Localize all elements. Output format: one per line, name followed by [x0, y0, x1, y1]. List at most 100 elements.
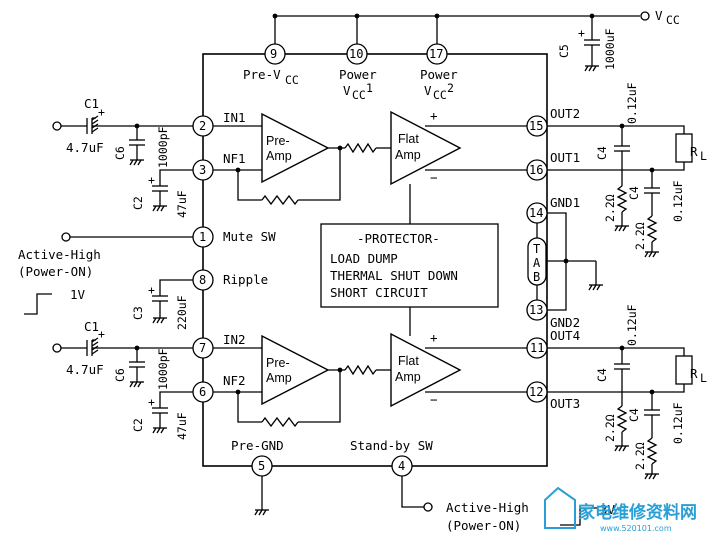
watermark: 家电维修资料网 www.520101.com: [544, 486, 697, 533]
rl2-label: R: [690, 366, 698, 381]
standby-control: Active-High (Power-ON) 3V: [446, 500, 616, 533]
input-network-2: + C1 4.7uF C6 1000pF: [52, 319, 193, 390]
output-network-2: R L C4 0.12uF 2.2Ω C4 0.12uF 2.2Ω: [547, 304, 707, 480]
pre-amp-1-text2: Amp: [266, 149, 292, 163]
pin-9-label: Pre-V: [243, 67, 281, 82]
pin-6: 6 NF2: [192, 373, 246, 403]
pin-3-label: NF1: [223, 151, 246, 166]
pin-17-number: 17: [429, 47, 443, 61]
svg-text:+: +: [578, 26, 585, 40]
pin-16-number: 16: [529, 163, 543, 177]
pin-4-number: 4: [398, 459, 405, 473]
tab-letter-b: B: [533, 270, 540, 284]
standby-three-volt: 3V: [600, 502, 616, 517]
pin-2-number: 2: [199, 119, 206, 133]
mute-network: Active-High (Power-ON) 1V: [18, 232, 193, 315]
feedback-resistor-1: [261, 194, 299, 206]
nf-network-2: + C2 47uF: [131, 391, 193, 440]
pin-7-label: IN2: [223, 332, 246, 347]
pin-3-number: 3: [199, 163, 206, 177]
pin-15: 15 OUT2: [526, 106, 580, 137]
feedback-resistor-2: [261, 416, 299, 428]
c4-1-value: 0.12uF: [625, 82, 639, 124]
vcc-sub: CC: [666, 13, 680, 27]
pin-8-number: 8: [199, 273, 206, 287]
pre-amp-1: Pre- Amp: [261, 112, 330, 184]
pin-10-label: Power: [339, 67, 377, 82]
flat-amp-1-minus: −: [430, 170, 438, 185]
pin-10-suffix: 1: [366, 81, 373, 95]
pin-14-label: GND1: [550, 195, 580, 210]
vcc-label: V: [655, 8, 663, 23]
nf-network-1: + C2 47uF: [131, 169, 193, 218]
pin-17: 17 Power V CC 2: [420, 43, 458, 102]
c3-label: C3: [131, 306, 145, 320]
pin-9-sub: CC: [285, 73, 299, 87]
tab: T A B: [527, 212, 603, 311]
flat-amp-1-text2: Amp: [395, 148, 421, 162]
protector-line-3: SHORT CIRCUIT: [330, 285, 428, 300]
pin-2-label: IN1: [223, 110, 246, 125]
c1-value: 4.7uF: [66, 140, 104, 155]
r-1-label: 2.2Ω: [603, 194, 617, 222]
c6b-label: C6: [113, 368, 127, 382]
pin-6-number: 6: [199, 385, 206, 399]
input-resistor-1: [344, 142, 377, 154]
mute-active-high: Active-High: [18, 247, 101, 262]
pin-14-number: 14: [529, 206, 543, 220]
input-network-1: + C1 4.7uF C6 1000pF: [52, 96, 193, 168]
flat-amp-1: Flat Amp + −: [390, 108, 462, 186]
protector-line-2: THERMAL SHUT DOWN: [330, 268, 458, 283]
c4-4-value: 0.12uF: [671, 402, 685, 444]
mute-one-volt: 1V: [70, 287, 86, 302]
c1b-label: C1: [84, 319, 99, 334]
ic-body: [202, 53, 548, 467]
pin-12: 12 OUT3: [526, 381, 580, 411]
pin-12-number: 12: [529, 385, 543, 399]
tab-letter-a: A: [533, 256, 541, 270]
mute-power-on: (Power-ON): [18, 264, 93, 279]
c4-2-label: C4: [627, 186, 641, 200]
pin-16-label: OUT1: [550, 150, 580, 165]
protector-line-1: LOAD DUMP: [330, 251, 398, 266]
pin-9-number: 9: [270, 47, 277, 61]
svg-text:+: +: [148, 395, 155, 409]
pin-9: 9 Pre-V CC: [243, 43, 299, 87]
output-network-1: R L C4 0.12uF 2.2Ω C4 0.12uF 2.2Ω: [547, 82, 707, 258]
pin-16: 16 OUT1: [526, 150, 580, 181]
pin-1-number: 1: [199, 230, 206, 244]
flat-amp-2-text: Flat: [398, 354, 419, 368]
c4-3-label: C4: [595, 368, 609, 382]
c6b-value: 1000pF: [156, 348, 170, 390]
c4-1-label: C4: [595, 146, 609, 160]
svg-text:+: +: [148, 283, 155, 297]
pin-2: 2 IN1: [192, 110, 246, 137]
pin-4: 4 Stand-by SW: [350, 438, 433, 512]
pin-11-number: 11: [530, 341, 544, 355]
pin-1: 1 Mute SW: [192, 226, 276, 248]
pin-17-sub: CC: [433, 88, 447, 102]
rl2-sub: L: [700, 371, 707, 385]
pin-10-sub: CC: [352, 88, 366, 102]
pre-amp-2: Pre- Amp: [261, 334, 330, 406]
standby-power-on: (Power-ON): [446, 518, 521, 533]
c2-label: C2: [131, 196, 145, 210]
flat-amp-2-plus: +: [430, 330, 438, 345]
rl1-sub: L: [700, 149, 707, 163]
c4-3-value: 0.12uF: [625, 304, 639, 346]
protector-block: -PROTECTOR- LOAD DUMP THERMAL SHUT DOWN …: [320, 223, 499, 308]
pin-15-number: 15: [529, 119, 543, 133]
pin-7-number: 7: [199, 341, 206, 355]
pin-13: 13 GND2: [526, 299, 580, 330]
flat-amp-2-minus: −: [430, 392, 438, 407]
pin-8: 8 Ripple: [192, 269, 268, 291]
pin-13-number: 13: [529, 303, 543, 317]
c2b-value: 47uF: [175, 412, 189, 440]
c2-value: 47uF: [175, 190, 189, 218]
flat-amp-2-text2: Amp: [395, 370, 421, 384]
flat-amp-2: Flat Amp + −: [390, 330, 462, 408]
c3-value: 220uF: [175, 295, 189, 330]
r-2-label: 2.2Ω: [633, 222, 647, 250]
pre-amp-1-text: Pre-: [266, 134, 290, 148]
